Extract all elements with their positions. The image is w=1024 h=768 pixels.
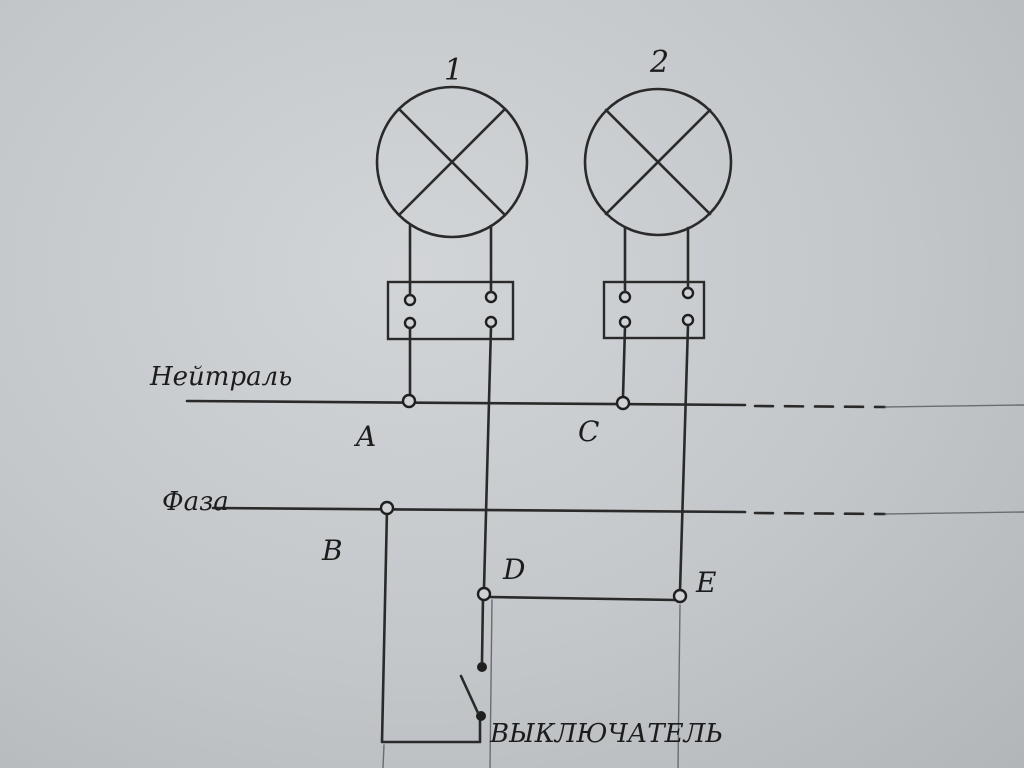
node-b-label: B [321, 534, 343, 567]
neutral-wire [185, 399, 747, 407]
lamp-2-terminal-screw [681, 313, 695, 327]
lamp-2-terminal-screw [618, 290, 632, 304]
switch-label: ВЫКЛЮЧАТЕЛЬ [489, 719, 723, 749]
lamp-2 [583, 87, 733, 237]
lamp-2-terminal-block [602, 280, 706, 340]
lamp-2-cross-b [604, 108, 712, 216]
neutral-wire-continuation [753, 404, 887, 409]
lamp-1-circle [375, 85, 529, 239]
node-c-label: C [578, 415, 599, 448]
neutral-ruler-line [884, 404, 1024, 408]
switch-contact-upper [477, 662, 487, 672]
lamp-2-number: 2 [649, 45, 669, 80]
lamp-1-phase-drop [482, 325, 493, 590]
phase-wire-continuation [753, 511, 887, 516]
phase-label: Фаза [162, 487, 229, 517]
node-e [672, 588, 688, 604]
lamp-1-cross-b [397, 107, 507, 217]
node-a-label: A [353, 420, 376, 453]
d-to-e-wire [487, 595, 677, 602]
pencil-guide-line [489, 599, 493, 768]
node-c [615, 395, 631, 411]
lamp-2-circle [583, 87, 733, 237]
lamp-2-terminal-screw [681, 286, 695, 300]
node-d-label: D [502, 553, 525, 586]
lamp-1-number: 1 [444, 53, 463, 88]
node-a [401, 393, 417, 409]
lamp-2-phase-drop [678, 323, 690, 593]
neutral-label: Нейтраль [149, 362, 292, 392]
pencil-guide-line [382, 744, 385, 768]
switch-lever [459, 674, 480, 715]
node-b [379, 500, 395, 516]
lamp-1-terminal-screw [484, 315, 498, 329]
lamp-1-terminal-screw [403, 293, 417, 307]
lamp-1 [375, 85, 529, 239]
node-d [476, 586, 492, 602]
lamp-1-terminal-screw [403, 316, 417, 330]
lamp-1-terminal-block [386, 280, 515, 341]
lamp-1-terminal-screw [484, 290, 498, 304]
lamp-2-neutral-drop [621, 325, 627, 399]
phase-to-switch-wire [380, 507, 482, 744]
node-e-label: E [695, 566, 716, 599]
switch-to-d-wire [480, 595, 485, 664]
phase-wire [211, 506, 747, 514]
phase-ruler-line [884, 511, 1024, 515]
lamp-2-terminal-screw [618, 315, 632, 329]
pencil-guide-line [677, 604, 681, 768]
